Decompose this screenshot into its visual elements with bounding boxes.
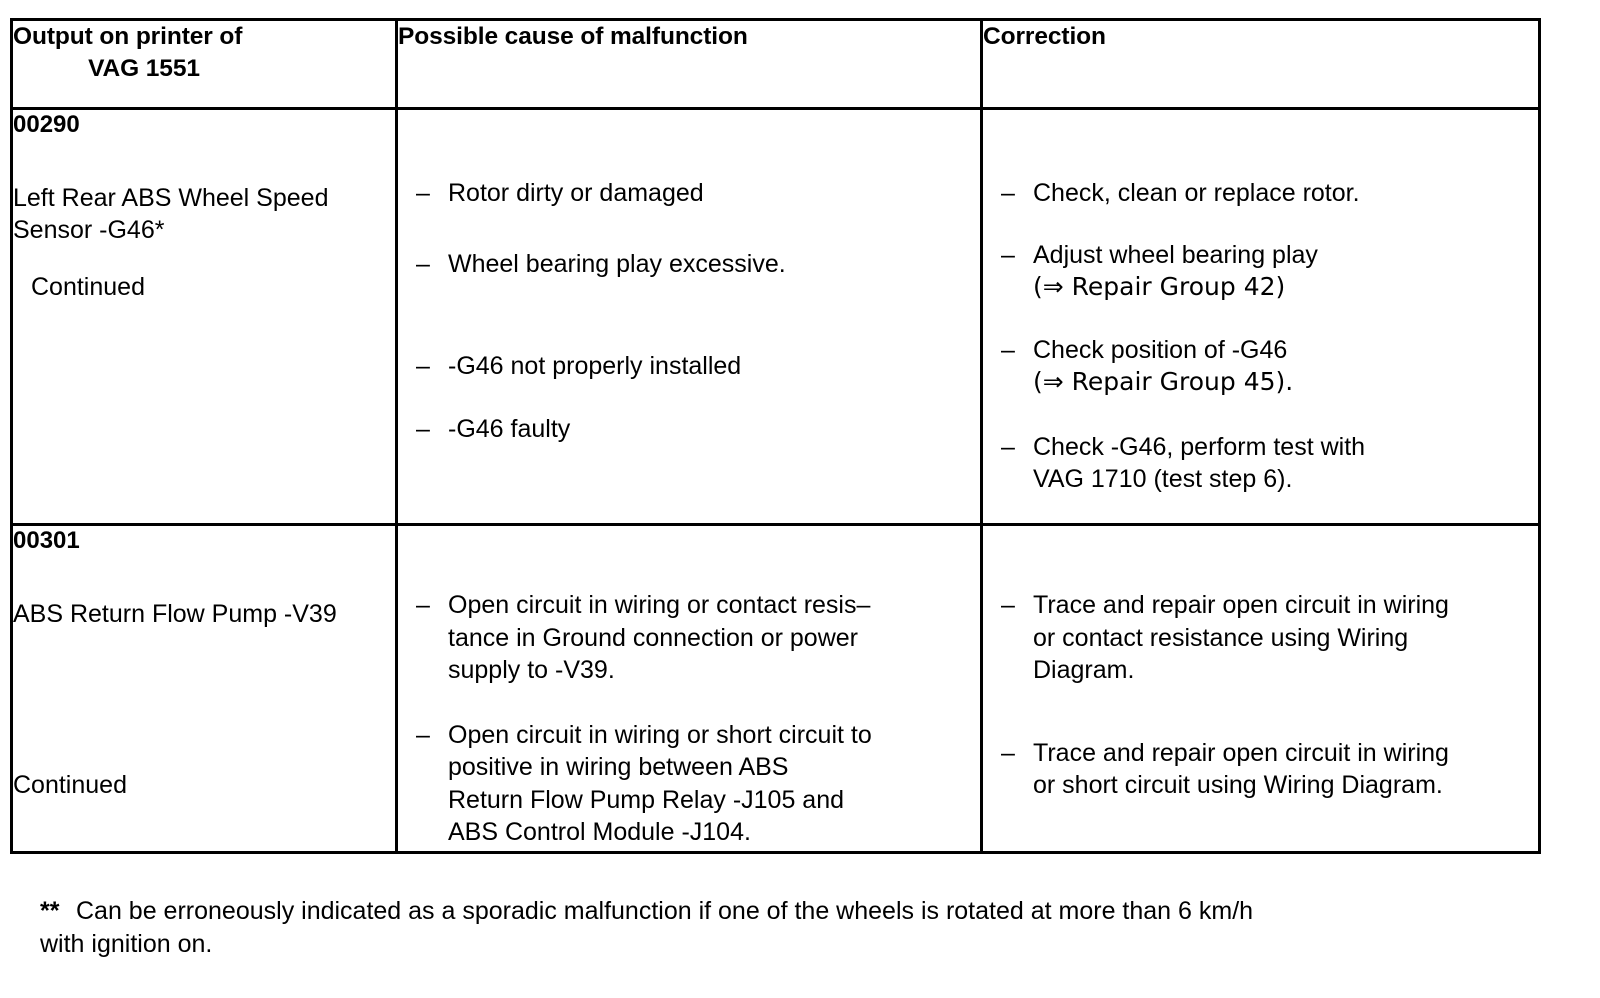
- list-item: – Check, clean or replace rotor.: [1001, 177, 1524, 210]
- list-item-text: Check, clean or replace rotor.: [1033, 177, 1524, 210]
- list-item-line: Adjust wheel bearing play: [1033, 240, 1318, 269]
- list-item-line: -G46 not properly installed: [448, 352, 742, 380]
- list-item-text: Open circuit in wiring or contact resis–…: [448, 589, 966, 687]
- column-header-cause-line1: Possible cause of malfunction: [398, 23, 748, 50]
- column-header-output: Output on printer of VAG 1551: [10, 18, 398, 110]
- list-item-text: Rotor dirty or damaged: [448, 177, 966, 210]
- list-item-line: VAG 1710 (test step 6).: [1033, 465, 1293, 493]
- list-item: – Check position of -G46 (⇒ Repair Group…: [1001, 334, 1524, 399]
- list-item-line: Trace and repair open circuit in wiring: [1033, 738, 1449, 767]
- fault-component-name: ABS Return Flow Pump -V39: [13, 600, 337, 629]
- bullet-dash-icon: –: [1001, 179, 1015, 207]
- list-item-line: Diagram.: [1033, 656, 1135, 684]
- list-item: – Rotor dirty or damaged: [416, 177, 966, 210]
- table-header-row: Output on printer of VAG 1551 Possible c…: [10, 18, 1541, 110]
- column-header-cause: Possible cause of malfunction: [395, 18, 983, 110]
- cause-list: – Open circuit in wiring or contact resi…: [398, 526, 980, 849]
- list-item-text: Wheel bearing play excessive.: [448, 248, 966, 281]
- list-item-line: tance in Ground connection or power: [448, 623, 858, 652]
- bullet-dash-icon: –: [1001, 738, 1015, 767]
- column-header-output-line1: Output on printer of: [13, 23, 243, 50]
- list-item-line: or contact resistance using Wiring: [1033, 623, 1409, 652]
- fault-code-table: Output on printer of VAG 1551 Possible c…: [10, 18, 1541, 854]
- list-item: – Check -G46, perform test with VAG 1710…: [1001, 431, 1524, 496]
- list-item-line: Check, clean or replace rotor.: [1033, 179, 1360, 207]
- list-item-text: -G46 not properly installed: [448, 350, 966, 383]
- table-row: 00301 ABS Return Flow Pump -V39 Continue…: [10, 523, 1541, 854]
- list-item-line: supply to -V39.: [448, 656, 615, 684]
- bullet-dash-icon: –: [1001, 335, 1015, 364]
- list-item-line: Check position of -G46: [1033, 335, 1288, 364]
- list-item-line: or short circuit using Wiring Diagram.: [1033, 771, 1443, 799]
- list-item: – -G46 not properly installed: [416, 350, 966, 383]
- list-item: – Open circuit in wiring or contact resi…: [416, 589, 966, 687]
- bullet-dash-icon: –: [416, 414, 430, 443]
- correction-list: – Check, clean or replace rotor. – Adjus…: [983, 110, 1538, 496]
- list-item: – Wheel bearing play excessive.: [416, 248, 966, 281]
- list-item-text: Trace and repair open circuit in wiring …: [1033, 589, 1524, 687]
- table-body: 00290 Left Rear ABS Wheel Speed Sensor -…: [10, 107, 1541, 854]
- list-item: – Trace and repair open circuit in wirin…: [1001, 589, 1524, 687]
- fault-code-cell: 00301 ABS Return Flow Pump -V39 Continue…: [10, 523, 398, 854]
- bullet-dash-icon: –: [1001, 240, 1015, 269]
- footnote: ** Can be erroneously indicated as a spor…: [40, 895, 1570, 962]
- list-item-line: Rotor dirty or damaged: [448, 179, 704, 207]
- list-item-line-ref: (⇒ Repair Group 42): [1033, 272, 1286, 301]
- bullet-dash-icon: –: [1001, 432, 1015, 461]
- footnote-marker: **: [40, 897, 60, 925]
- list-item-text: Trace and repair open circuit in wiring …: [1033, 737, 1524, 802]
- possible-cause-cell: – Open circuit in wiring or contact resi…: [395, 523, 983, 854]
- column-header-output-line2: VAG 1551: [88, 54, 200, 82]
- bullet-dash-icon: –: [1001, 591, 1015, 619]
- list-item-line: Trace and repair open circuit in wiring: [1033, 591, 1449, 619]
- list-item: – -G46 faulty: [416, 413, 966, 446]
- list-item-line: Open circuit in wiring or contact resis–: [448, 591, 871, 619]
- bullet-dash-icon: –: [416, 179, 430, 207]
- list-item-text: Open circuit in wiring or short circuit …: [448, 719, 966, 849]
- cause-list: – Rotor dirty or damaged – Wheel bearing…: [398, 110, 980, 445]
- list-item-line: Check -G46, perform test with: [1033, 432, 1366, 461]
- fault-code-number: 00301: [13, 527, 80, 554]
- list-item: – Trace and repair open circuit in wirin…: [1001, 737, 1524, 802]
- column-header-correction-line1: Correction: [983, 23, 1106, 50]
- list-item-line: -G46 faulty: [448, 414, 571, 443]
- continued-label: Continued: [31, 273, 145, 302]
- footnote-line1: ** Can be erroneously indicated as a spor…: [40, 895, 1570, 928]
- list-item-text: Adjust wheel bearing play (⇒ Repair Grou…: [1033, 239, 1524, 304]
- list-item-text: Check -G46, perform test with VAG 1710 (…: [1033, 431, 1524, 496]
- list-item: – Open circuit in wiring or short circui…: [416, 719, 966, 849]
- bullet-dash-icon: –: [416, 249, 430, 278]
- list-item-line: Wheel bearing play excessive.: [448, 249, 786, 278]
- correction-cell: – Trace and repair open circuit in wirin…: [980, 523, 1541, 854]
- fault-component-name: Left Rear ABS Wheel Speed Sensor -G46*: [13, 184, 329, 245]
- bullet-dash-icon: –: [416, 720, 430, 749]
- fault-code-number: 00290: [13, 111, 80, 138]
- fault-code-cell: 00290 Left Rear ABS Wheel Speed Sensor -…: [10, 107, 398, 526]
- list-item-line-ref: (⇒ Repair Group 45).: [1033, 367, 1294, 396]
- column-header-correction: Correction: [980, 18, 1541, 110]
- list-item-text: -G46 faulty: [448, 413, 966, 446]
- footnote-text1: Can be erroneously indicated as a sporad…: [76, 897, 1254, 925]
- bullet-dash-icon: –: [416, 591, 430, 619]
- list-item-text: Check position of -G46 (⇒ Repair Group 4…: [1033, 334, 1524, 399]
- list-item: – Adjust wheel bearing play (⇒ Repair Gr…: [1001, 239, 1524, 304]
- list-item-line: Return Flow Pump Relay -J105 and: [448, 785, 845, 814]
- list-item-line: positive in wiring between ABS: [448, 753, 789, 781]
- list-item-line: Open circuit in wiring or short circuit …: [448, 720, 872, 749]
- correction-list: – Trace and repair open circuit in wirin…: [983, 526, 1538, 802]
- table-row: 00290 Left Rear ABS Wheel Speed Sensor -…: [10, 107, 1541, 526]
- possible-cause-cell: – Rotor dirty or damaged – Wheel bearing…: [395, 107, 983, 526]
- table-header: Output on printer of VAG 1551 Possible c…: [10, 18, 1541, 110]
- footnote-line2: with ignition on.: [40, 930, 213, 959]
- list-item-line: ABS Control Module -J104.: [448, 818, 751, 846]
- continued-label: Continued: [13, 771, 127, 800]
- bullet-dash-icon: –: [416, 352, 430, 380]
- correction-cell: – Check, clean or replace rotor. – Adjus…: [980, 107, 1541, 526]
